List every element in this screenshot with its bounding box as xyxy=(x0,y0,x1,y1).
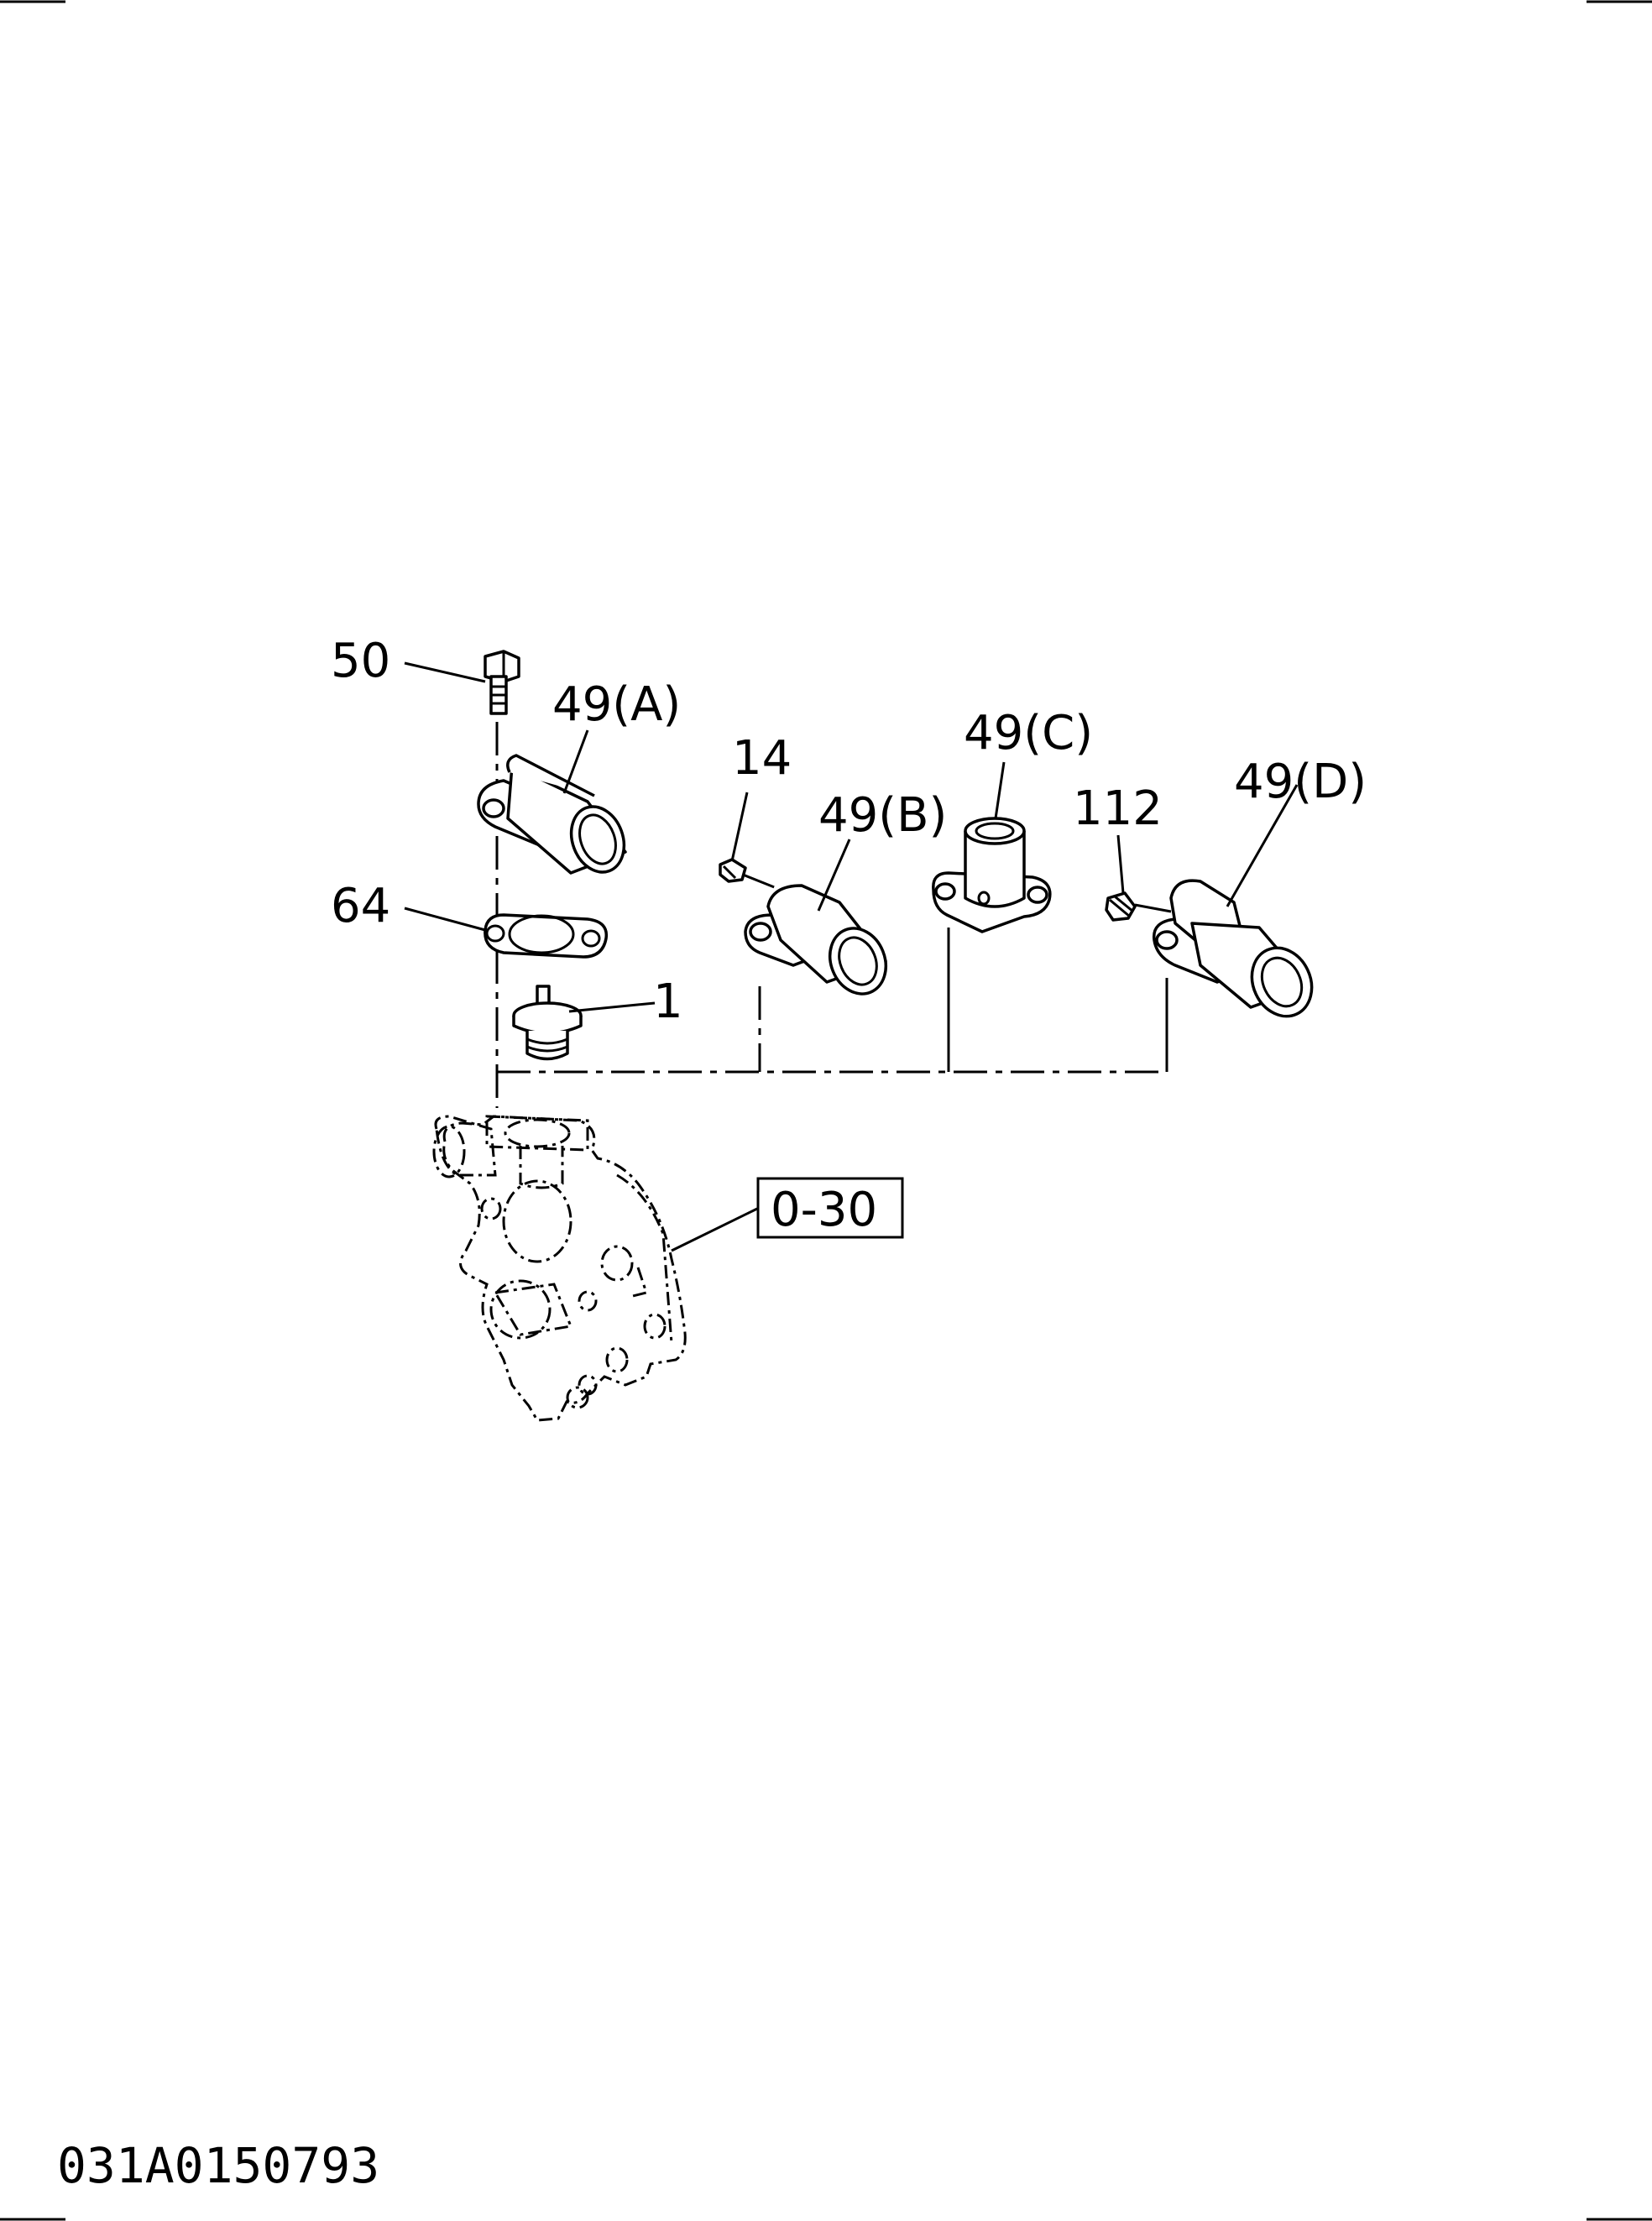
water-outlet-part-49c xyxy=(932,817,1052,933)
callout-1: 1 xyxy=(653,975,683,1029)
document-id: 031A0150793 xyxy=(57,2137,379,2194)
gasket-part-64 xyxy=(484,913,609,959)
callout-49d: 49(D) xyxy=(1234,755,1367,809)
plug-part-112 xyxy=(1105,891,1137,922)
reference-label: 0-30 xyxy=(771,1183,877,1237)
callout-49a: 49(A) xyxy=(552,677,681,732)
callout-64: 64 xyxy=(331,879,390,933)
callout-14: 14 xyxy=(732,731,792,786)
callout-49b: 49(B) xyxy=(818,788,947,843)
fitting-part-14 xyxy=(719,858,747,883)
water-outlet-part-49b xyxy=(744,884,887,996)
water-pump-housing xyxy=(432,1115,687,1422)
reference-box: 0-30 xyxy=(756,1177,904,1239)
bolt-part-50 xyxy=(484,650,520,715)
water-outlet-part-49a xyxy=(477,754,627,875)
thermostat-part-1 xyxy=(512,985,583,1061)
leader-lines xyxy=(404,661,1299,1252)
callout-49c: 49(C) xyxy=(964,706,1093,760)
callouts: 50 49(A) 14 49(B) 49(C) 112 49(D) 64 1 xyxy=(331,634,1367,1029)
callout-112: 112 xyxy=(1073,781,1163,836)
water-outlet-part-49d xyxy=(1152,879,1314,1018)
callout-50: 50 xyxy=(331,634,390,688)
